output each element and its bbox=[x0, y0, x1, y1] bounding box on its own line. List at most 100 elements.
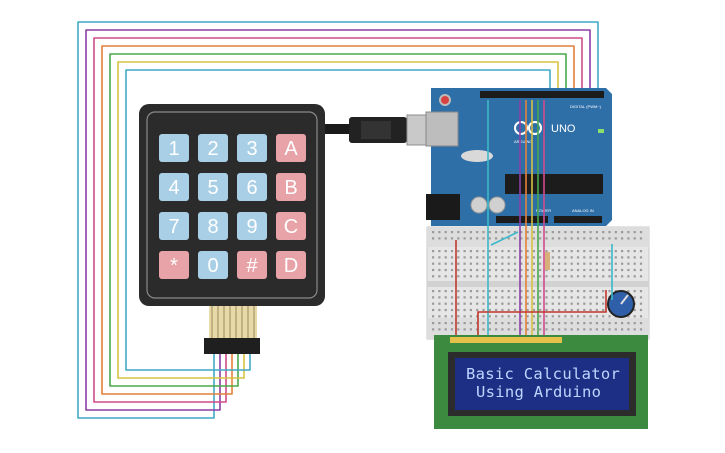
keypad-key-label: C bbox=[284, 216, 298, 238]
breadboard-hole bbox=[476, 237, 479, 240]
breadboard-hole bbox=[488, 262, 491, 265]
keypad-key-label: 9 bbox=[246, 216, 257, 238]
breadboard-hole bbox=[444, 308, 447, 312]
lcd-line-2: Using Arduino bbox=[476, 383, 601, 401]
crystal bbox=[461, 150, 493, 162]
breadboard-hole bbox=[583, 328, 586, 331]
breadboard-hole bbox=[476, 302, 479, 305]
breadboard-hole bbox=[608, 275, 611, 278]
breadboard-hole bbox=[495, 315, 498, 318]
breadboard-hole bbox=[432, 256, 435, 259]
breadboard-hole bbox=[513, 262, 517, 265]
breadboard-hole bbox=[444, 275, 447, 278]
breadboard-hole bbox=[608, 250, 611, 253]
breadboard-hole bbox=[463, 315, 466, 318]
breadboard-hole bbox=[558, 275, 561, 278]
breadboard-hole bbox=[570, 328, 573, 331]
breadboard-hole bbox=[570, 262, 573, 265]
breadboard-hole bbox=[639, 296, 643, 299]
keypad-inner-frame bbox=[146, 111, 318, 299]
breadboard-hole bbox=[614, 250, 617, 253]
keypad-key-3-0 bbox=[159, 251, 189, 279]
breadboard-hole bbox=[507, 308, 510, 312]
breadboard-hole bbox=[482, 256, 485, 259]
ribbon-cable bbox=[209, 306, 257, 338]
breadboard-hole bbox=[438, 328, 441, 331]
breadboard-hole bbox=[457, 275, 460, 278]
breadboard-hole bbox=[520, 262, 523, 265]
breadboard-hole bbox=[621, 250, 624, 253]
breadboard-hole bbox=[501, 275, 504, 278]
breadboard-hole bbox=[633, 262, 636, 265]
breadboard-hole bbox=[589, 328, 592, 331]
breadboard-hole bbox=[450, 237, 454, 240]
breadboard-hole bbox=[532, 262, 535, 265]
breadboard-hole bbox=[482, 296, 485, 299]
breadboard-hole bbox=[432, 250, 435, 253]
breadboard-hole bbox=[539, 308, 542, 312]
breadboard-hole bbox=[621, 231, 624, 234]
breadboard-hole bbox=[558, 290, 561, 293]
breadboard-hole bbox=[583, 296, 586, 299]
breadboard-hole bbox=[444, 302, 447, 305]
breadboard-hole bbox=[469, 275, 472, 278]
breadboard-hole bbox=[507, 315, 510, 318]
breadboard-hole bbox=[564, 256, 567, 259]
breadboard-hole bbox=[639, 308, 643, 312]
breadboard-hole bbox=[482, 262, 485, 265]
breadboard-hole bbox=[633, 231, 636, 234]
breadboard-hole bbox=[457, 308, 460, 312]
breadboard-hole bbox=[507, 302, 510, 305]
breadboard-hole bbox=[602, 308, 605, 312]
digital-header-label: DIGITAL (PWM~) bbox=[570, 104, 602, 109]
usb-plug-grip bbox=[361, 121, 391, 139]
breadboard-hole bbox=[539, 268, 542, 272]
breadboard-hole bbox=[589, 256, 592, 259]
power-led bbox=[598, 129, 604, 133]
breadboard-hole bbox=[457, 315, 460, 318]
breadboard-hole bbox=[501, 256, 504, 259]
breadboard-hole bbox=[513, 328, 517, 331]
breadboard-hole bbox=[621, 237, 624, 240]
breadboard-hole bbox=[545, 308, 548, 312]
breadboard-hole bbox=[595, 302, 598, 305]
breadboard-hole bbox=[589, 302, 592, 305]
breadboard-hole bbox=[595, 296, 598, 299]
arduino-logo-right bbox=[528, 121, 542, 135]
breadboard-hole bbox=[495, 308, 498, 312]
breadboard-hole bbox=[621, 322, 624, 325]
keypad-key-3-2 bbox=[237, 251, 267, 279]
breadboard-hole bbox=[463, 296, 466, 299]
breadboard-hole bbox=[539, 302, 542, 305]
breadboard-hole bbox=[520, 237, 523, 240]
breadboard-hole bbox=[545, 328, 548, 331]
breadboard-hole bbox=[602, 268, 605, 272]
breadboard-hole bbox=[513, 322, 517, 325]
breadboard-hole bbox=[488, 256, 491, 259]
breadboard-hole bbox=[564, 268, 567, 272]
breadboard-hole bbox=[513, 308, 517, 312]
breadboard-hole bbox=[595, 237, 598, 240]
breadboard-hole bbox=[469, 322, 472, 325]
breadboard-hole bbox=[614, 275, 617, 278]
breadboard-hole bbox=[570, 290, 573, 293]
breadboard-hole bbox=[463, 231, 466, 234]
breadboard-hole bbox=[469, 237, 472, 240]
breadboard-hole bbox=[539, 328, 542, 331]
breadboard-hole bbox=[450, 262, 454, 265]
breadboard-hole bbox=[482, 322, 485, 325]
breadboard-hole bbox=[438, 322, 441, 325]
breadboard-hole bbox=[501, 231, 504, 234]
breadboard-hole bbox=[570, 237, 573, 240]
breadboard-hole bbox=[545, 250, 548, 253]
keypad-wire-4 bbox=[101, 45, 575, 395]
breadboard-hole bbox=[495, 290, 498, 293]
keypad-key-label: 1 bbox=[168, 138, 179, 160]
breadboard-hole bbox=[482, 302, 485, 305]
breadboard-hole bbox=[457, 250, 460, 253]
breadboard-hole bbox=[532, 290, 535, 293]
breadboard-hole bbox=[558, 256, 561, 259]
breadboard-hole bbox=[513, 250, 517, 253]
breadboard-hole bbox=[526, 256, 529, 259]
